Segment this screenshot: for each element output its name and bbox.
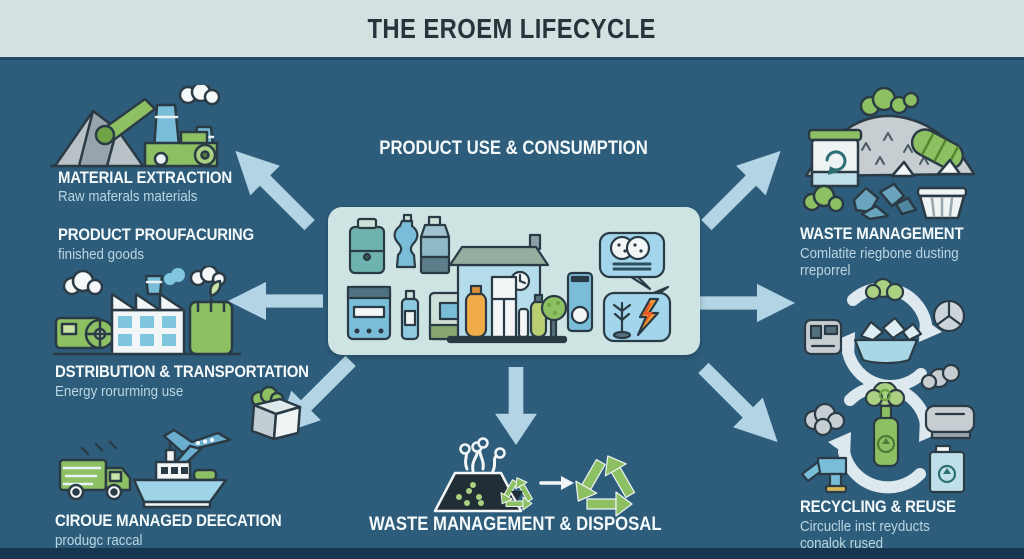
transport-icon: [52, 418, 237, 510]
stage-sub-distribution: Energy rorurming use: [55, 384, 184, 400]
landfill-icon: [792, 80, 992, 220]
household-products-icon: [346, 213, 672, 344]
stage-sub-material-extraction: Raw maferals materials: [58, 189, 198, 205]
arrow-up-right-icon: [690, 135, 797, 242]
mining-extraction-icon: [45, 85, 240, 170]
package-icon: [246, 386, 308, 444]
center-title-text: PRODUCT USE & CONSUMPTION: [379, 138, 649, 159]
page-title: THE EROEM LIFECYCLE: [367, 13, 657, 44]
arrow-left-icon: [228, 280, 323, 322]
stage-label-circular: CIROUE MANAGED DEECATION: [55, 511, 282, 530]
disposal-flow-icon: [425, 437, 640, 517]
stage-sub-waste-2: rreporrel: [800, 263, 851, 279]
arrow-down-icon: [493, 367, 539, 445]
arrow-down-right-icon: [687, 352, 794, 459]
center-title: PRODUCT USE & CONSUMPTION: [328, 138, 700, 160]
stage-label-material-extraction: MATERIAL EXTRACTION: [58, 168, 232, 187]
factory-icon: [50, 266, 245, 358]
product-use-panel: [328, 207, 700, 355]
footer-strip: [0, 548, 1024, 559]
stage-label-recycling: RECYCLING & REUSE: [800, 497, 956, 516]
stage-label-disposal-text: WASTE MANAGEMENT & DISPOSAL: [368, 514, 662, 535]
stage-label-manufacturing: PRODUCT PROUFACURING: [58, 225, 254, 244]
stage-sub-waste-1: Comlatite riegbone dusting: [800, 246, 959, 262]
stage-sub-recycling-1: Circuclle inst reyducts: [800, 519, 930, 535]
arrow-up-left-icon: [219, 135, 326, 242]
title-banner: THE EROEM LIFECYCLE: [0, 0, 1024, 60]
stage-sub-manufacturing: finished goods: [58, 247, 145, 263]
material-cycle-icon: [795, 278, 980, 390]
bottle-cycle-icon: [790, 382, 980, 494]
stage-label-disposal: WASTE MANAGEMENT & DISPOSAL: [330, 514, 700, 536]
stage-label-waste: WASTE MANAGEMENT: [800, 224, 964, 243]
stage-sub-circular: produgc raccal: [55, 533, 143, 549]
stage-label-distribution: DSTRIBUTION & TRANSPORTATION: [55, 362, 309, 381]
arrow-right-icon: [700, 282, 795, 324]
